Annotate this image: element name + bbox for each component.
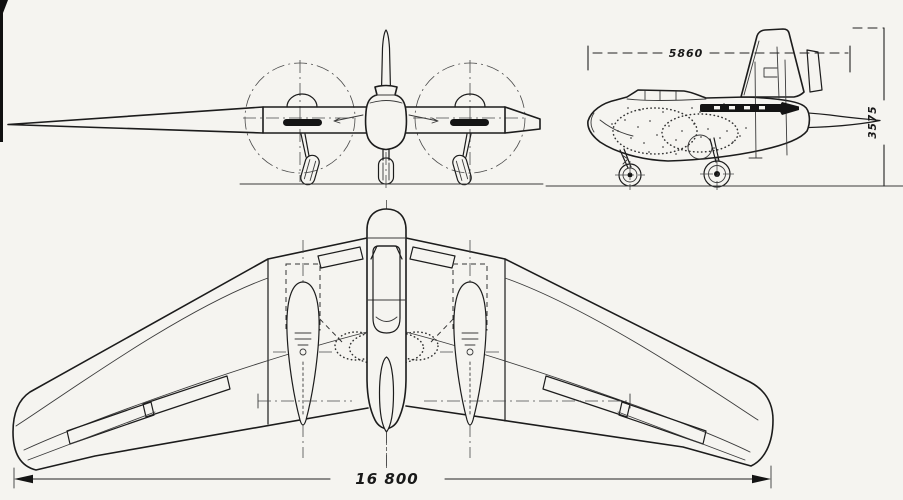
nacelle-left-plan [273, 240, 333, 458]
reference-line [257, 393, 631, 409]
fin-front [380, 29, 392, 91]
scan-border-artifact [0, 0, 8, 142]
prop-centerline-left [243, 60, 357, 182]
elevon-left [27, 375, 231, 461]
intake-slot-left [283, 119, 322, 126]
fuselage-pod-plan [366, 208, 407, 430]
tail-spinner-plan [378, 356, 395, 433]
nose-gear-front [377, 149, 395, 191]
duct-arrow-left [333, 114, 364, 124]
dimension-wingspan: 16 800 [13, 465, 772, 489]
dimension-label-3575: 3575 [867, 105, 879, 138]
canopy-plan [370, 245, 403, 334]
nacelle-fairing-left [286, 93, 318, 108]
nose-lip [590, 112, 595, 133]
plan-view: 16 800 [12, 200, 774, 489]
main-gear-right-front [452, 133, 472, 186]
spinner-side [779, 102, 799, 115]
duct-arrow-right [408, 114, 439, 124]
main-gear-side [700, 137, 734, 190]
nacelle-right-plan [440, 240, 500, 458]
canopy-side [626, 90, 707, 101]
dimension-label-16800: 16 800 [355, 470, 418, 488]
elevon-right [542, 375, 746, 461]
fuselage-front [364, 84, 408, 151]
dimension-label-5860: 5860 [669, 47, 704, 60]
side-view: 5860 3575 [545, 27, 903, 190]
fuselage-side [587, 89, 811, 162]
propeller-disc-left [244, 62, 356, 174]
leading-edge-slot-left [317, 246, 364, 269]
fin-rudder-side [740, 28, 823, 99]
dimension-fuselage-length: 5860 [587, 45, 851, 73]
intake-slot-right [450, 119, 489, 126]
leading-edge-slot-right [409, 246, 456, 269]
nacelle-fairing-right [454, 93, 486, 108]
drive-shaft [700, 102, 799, 115]
dimension-overall-height: 3575 [852, 27, 885, 187]
main-gear-left-front [300, 133, 320, 186]
front-view [7, 29, 544, 191]
